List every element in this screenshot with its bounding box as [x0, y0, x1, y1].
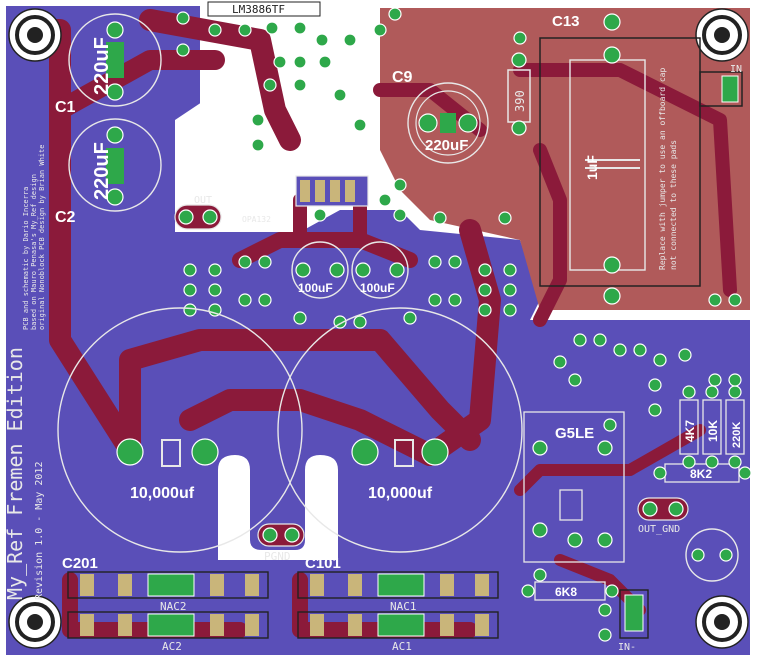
big-cap-left-label: 10,000uf: [130, 485, 195, 502]
connector-in-label: IN: [730, 64, 742, 75]
c13-note-2: not connected to these pads: [669, 140, 678, 270]
small-components-top: [176, 7, 527, 225]
mounting-hole-top-right: [695, 8, 749, 62]
opamp-label: OPA132: [242, 215, 271, 224]
c9-value: 220uF: [425, 137, 468, 154]
board-cutout-notch-left: [218, 455, 338, 560]
opamp-area: [295, 175, 369, 207]
c201-label: C201: [62, 555, 98, 572]
mounting-hole-bottom-left: [8, 595, 62, 649]
c2-value: 220uF: [91, 142, 113, 200]
ic-lm3886-label: LM3886TF: [232, 3, 285, 16]
out-gnd-label: OUT_GND: [638, 524, 680, 535]
capacitor-c2: [68, 118, 162, 212]
ac2-label: AC2: [162, 640, 182, 653]
r220k-label: 220K: [731, 422, 743, 448]
capacitor-big-right: [277, 307, 523, 553]
capacitor-bottom-right: [685, 528, 739, 582]
mounting-hole-bottom-right: [695, 595, 749, 649]
cap-bank-left-label: 100uF: [298, 281, 333, 295]
resistor-390-label: 390: [513, 90, 527, 112]
r8k2-label: 8K2: [690, 467, 712, 481]
board-cutout-center: [175, 100, 300, 222]
capacitor-c13: [539, 13, 701, 305]
in-minus-label: IN-: [618, 642, 636, 653]
cap-bank-right-label: 100uF: [360, 281, 395, 295]
pgnd-label: PGND: [264, 550, 291, 563]
r10k-label: 10K: [706, 420, 720, 442]
r6k8-label: 6K8: [555, 585, 577, 599]
credits-line-3: original Nonoblock PCB design by Brian W…: [38, 145, 46, 330]
c13-label: C13: [552, 13, 580, 30]
capacitor-big-left: [57, 307, 303, 553]
c13-note-1: Replace with jumper to use an offboard c…: [658, 68, 667, 270]
revision-text: Revision 1.0 - May 2012: [34, 462, 45, 600]
bridge-rectifier-bank: [67, 571, 499, 639]
ic-lm3886-outline: [207, 1, 321, 17]
big-cap-right-label: 10,000uf: [368, 485, 433, 502]
nac1-label: NAC1: [390, 600, 417, 613]
capacitor-bank: [183, 241, 517, 329]
ac1-label: AC1: [392, 640, 412, 653]
r4k7-label: 4K7: [683, 420, 697, 442]
c13-value: 1uF: [584, 155, 600, 180]
relay-g5le: [523, 411, 625, 563]
capacitor-c9: [407, 82, 489, 164]
connector-in: [699, 71, 743, 107]
capacitor-c1: [68, 13, 162, 107]
mounting-holes: [8, 8, 749, 649]
title-text: My_Ref Fremen Edition: [3, 347, 27, 600]
c101-label: C101: [305, 555, 341, 572]
right-resistors: [521, 293, 752, 642]
connector-out-label: OUT: [194, 195, 212, 206]
relay-label: G5LE: [555, 425, 594, 442]
c9-label: C9: [392, 69, 413, 86]
mounting-hole-top-left: [8, 8, 62, 62]
connector-in-minus: [619, 589, 649, 639]
credits-line-2: based on Mauro Penasa's My_Ref design: [30, 174, 38, 330]
credits-line-1: PCB and schematic by Dario Incerra: [22, 187, 30, 330]
c1-label: C1: [55, 99, 76, 116]
c2-label: C2: [55, 209, 76, 226]
c1-value: 220uF: [91, 37, 113, 95]
nac2-label: NAC2: [160, 600, 187, 613]
